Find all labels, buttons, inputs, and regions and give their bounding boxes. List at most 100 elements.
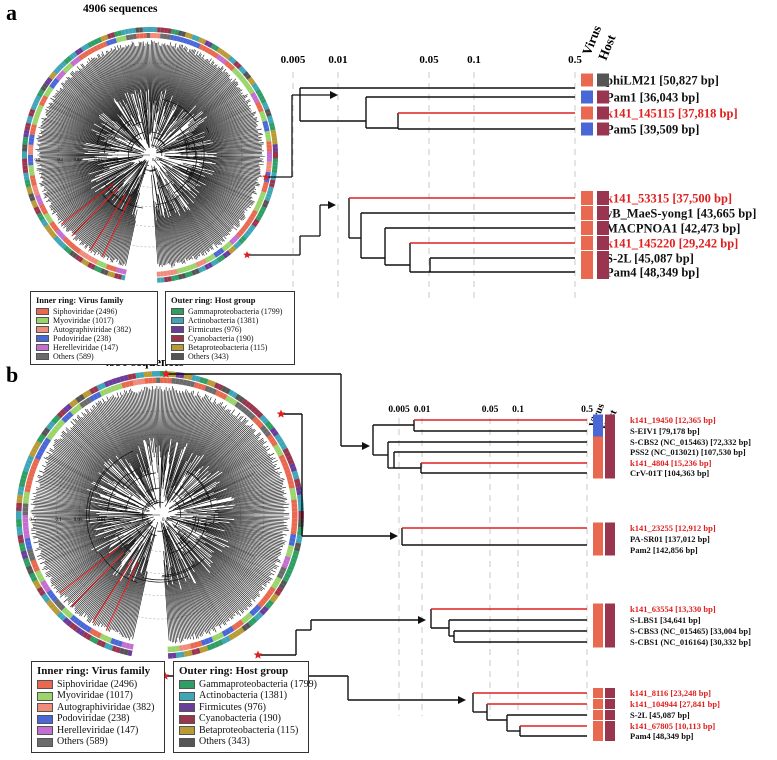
tree-branch (38, 146, 116, 153)
tree-branch (158, 176, 193, 260)
tree-branch (66, 186, 114, 228)
tree-branch (53, 534, 132, 589)
inner-ring-segment (289, 537, 296, 543)
inner-ring-segment (224, 243, 230, 250)
outer-ring-segment (27, 115, 34, 121)
tree-branch (160, 109, 251, 151)
inner-ring-segment (289, 487, 296, 493)
inner-ring-segment (156, 377, 160, 384)
tree-branch (49, 448, 101, 480)
inner-ring-segment (75, 56, 82, 63)
tree-branch (31, 519, 86, 524)
radial-scale-tick: 0.01 (97, 518, 106, 523)
scale-tick-label: 0.5 (568, 54, 582, 66)
tree-branch (102, 403, 147, 488)
tree-branch (110, 176, 143, 263)
tree-branch (44, 176, 96, 197)
tree-branch (178, 210, 203, 256)
outer-ring-segment (265, 111, 272, 117)
tree-branch (113, 49, 145, 140)
inner-ring-segment (47, 218, 54, 224)
tree-branch (47, 180, 92, 200)
inner-ring-segment (244, 83, 251, 89)
outer-ring-segment (234, 393, 242, 401)
outer-ring-segment (187, 649, 193, 657)
tree-branch (76, 66, 123, 122)
legend-item-label: Betaproteobacteria (115) (188, 342, 268, 352)
tree-branch (51, 161, 135, 203)
legend-swatch (37, 737, 53, 747)
inner-ring-segment (28, 161, 34, 166)
tree-branch (172, 584, 184, 642)
tree-branch (203, 414, 234, 456)
tree-branch (189, 177, 248, 211)
outer-ring-segment (257, 92, 264, 98)
outer-ring-segment (219, 254, 226, 261)
tree-branch (121, 47, 139, 109)
tree-branch (167, 117, 257, 150)
tree-branch (168, 120, 257, 150)
inner-ring-segment (92, 629, 99, 637)
inner-ring-segment (291, 511, 298, 515)
outer-ring-segment (100, 640, 107, 648)
outer-ring-segment (24, 126, 31, 131)
tree-branch (124, 546, 152, 638)
tree-branch (100, 567, 132, 624)
outer-ring-segment (28, 193, 35, 199)
tree-branch (144, 386, 153, 453)
legend-item-label: Podoviridae (238) (57, 713, 130, 725)
outer-ring-segment (50, 232, 58, 239)
tree-arc (169, 540, 191, 554)
outer-ring-segment (234, 629, 242, 637)
tree-branch (168, 445, 269, 510)
tree-branch (215, 163, 261, 171)
tree-branch (144, 45, 149, 110)
tree-branch (201, 81, 238, 112)
outer-ring-segment (271, 133, 277, 138)
tree-branch (55, 92, 102, 124)
tree-branch (183, 206, 213, 250)
host-group-box (597, 73, 609, 87)
tree-branch (71, 179, 126, 234)
inner-ring-segment (291, 518, 298, 523)
inner-ring-segment (229, 65, 236, 72)
inner-ring-segment (254, 203, 261, 209)
inner-ring-segment (27, 548, 34, 554)
host-group-box (605, 436, 615, 448)
virus-family-box (593, 457, 603, 469)
inner-ring-segment (22, 511, 29, 515)
tree-branch (82, 68, 121, 118)
tree-branch (173, 57, 202, 111)
tree-branch (190, 171, 252, 197)
inner-ring-segment (57, 231, 64, 238)
tree-branch (213, 155, 265, 157)
tree-branch (67, 544, 127, 598)
outer-ring-segment (128, 28, 133, 34)
outer-ring-segment (257, 212, 264, 218)
legend-swatch (179, 691, 195, 701)
inner-ring-segment (207, 386, 214, 394)
inner-ring-segment (29, 130, 36, 136)
tree-branch (184, 409, 230, 477)
inner-ring-segment (249, 609, 256, 617)
tree-branch (39, 483, 92, 498)
tree-branch (74, 549, 131, 614)
tree-branch (81, 412, 138, 486)
tree-branch (165, 520, 248, 607)
inner-ring-segment (143, 33, 147, 39)
tree-branch (159, 391, 164, 509)
outer-ring-segment (77, 256, 84, 263)
outer-ring-segment (41, 430, 48, 437)
tree-branch (204, 526, 284, 548)
outer-ring-segment (241, 398, 248, 406)
tree-branch (48, 534, 124, 578)
inner-ring-segment (266, 158, 272, 162)
tree-branch (161, 387, 167, 488)
legend-item: Others (343) (179, 737, 303, 749)
legend-item-label: Gammaproteobacteria (1799) (199, 678, 318, 690)
tree-branch (190, 166, 255, 187)
outer-ring-segment (191, 34, 197, 41)
tree-branch (191, 142, 264, 151)
tree-arc (161, 557, 205, 578)
tree-branch (157, 47, 187, 132)
